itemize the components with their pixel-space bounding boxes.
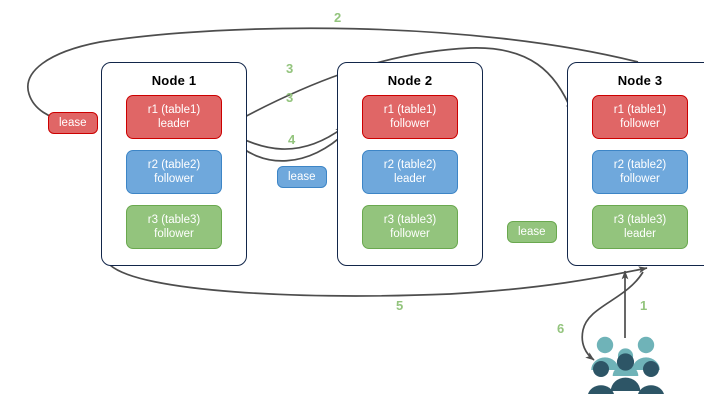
replica-name: r1 (table1) <box>613 104 667 116</box>
step-label-6: 6 <box>557 321 565 336</box>
node-2[interactable]: Node 2 r1 (table1) follower r2 (table2) … <box>337 62 483 266</box>
step-label-5: 5 <box>396 298 404 313</box>
replica-role: follower <box>390 228 430 240</box>
node-2-title: Node 2 <box>387 73 433 88</box>
node-1-title: Node 1 <box>151 73 197 88</box>
node-1-replica-r1[interactable]: r1 (table1) leader <box>126 95 222 139</box>
node-1-replica-r3[interactable]: r3 (table3) follower <box>126 205 222 249</box>
step-label-1: 1 <box>640 298 648 313</box>
node-3-title: Node 3 <box>617 73 663 88</box>
node-3-replica-r1[interactable]: r1 (table1) follower <box>592 95 688 139</box>
replica-role: follower <box>620 173 660 185</box>
replica-name: r2 (table2) <box>383 159 437 171</box>
node-2-replica-r2[interactable]: r2 (table2) leader <box>362 150 458 194</box>
node-1[interactable]: Node 1 r1 (table1) leader r2 (table2) fo… <box>101 62 247 266</box>
node-2-replica-r3[interactable]: r3 (table3) follower <box>362 205 458 249</box>
replica-role: follower <box>390 118 430 130</box>
node-3[interactable]: Node 3 r1 (table1) follower r2 (table2) … <box>567 62 704 266</box>
step-label-4: 4 <box>288 132 296 147</box>
replica-role: leader <box>158 118 190 130</box>
step-label-2: 2 <box>334 10 342 25</box>
users-icon <box>588 336 664 394</box>
step-label-3b: 3 <box>286 90 294 105</box>
node-1-replica-r2[interactable]: r2 (table2) follower <box>126 150 222 194</box>
replica-name: r3 (table3) <box>147 214 201 226</box>
replica-role: leader <box>394 173 426 185</box>
node-3-replica-r3[interactable]: r3 (table3) leader <box>592 205 688 249</box>
lease-table1[interactable]: lease <box>48 112 98 134</box>
replica-role: follower <box>154 173 194 185</box>
replica-name: r2 (table2) <box>613 159 667 171</box>
replica-name: r2 (table2) <box>147 159 201 171</box>
lease-table2[interactable]: lease <box>277 166 327 188</box>
replica-role: leader <box>624 228 656 240</box>
replica-name: r1 (table1) <box>147 104 201 116</box>
node-3-replica-r2[interactable]: r2 (table2) follower <box>592 150 688 194</box>
replica-role: follower <box>620 118 660 130</box>
replica-name: r3 (table3) <box>383 214 437 226</box>
replica-name: r3 (table3) <box>613 214 667 226</box>
replica-role: follower <box>154 228 194 240</box>
lease-table3[interactable]: lease <box>507 221 557 243</box>
replica-name: r1 (table1) <box>383 104 437 116</box>
edge-step-5 <box>109 264 648 297</box>
node-2-replica-r1[interactable]: r1 (table1) follower <box>362 95 458 139</box>
step-label-3a: 3 <box>286 61 294 76</box>
